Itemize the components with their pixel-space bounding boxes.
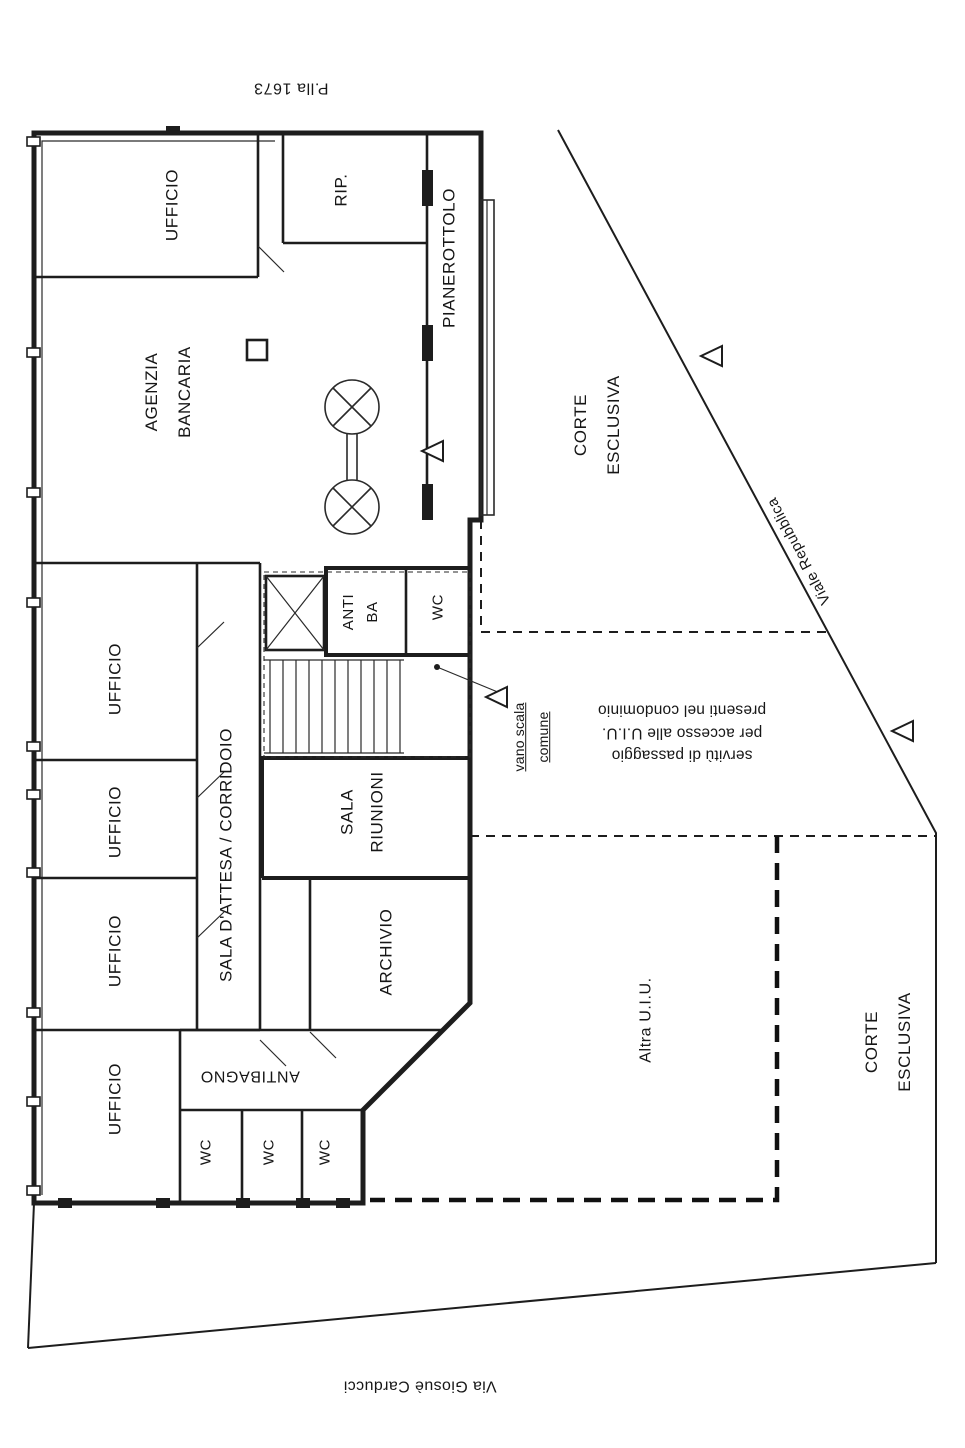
revolving-door-icon <box>324 379 380 535</box>
room-label-archivio: ARCHIVIO <box>376 908 396 996</box>
label-line: presenti nel condominio <box>597 701 767 719</box>
annotation-vano-scala: vano scala comune <box>508 703 556 772</box>
room-label-wc-1: WC <box>197 1138 215 1166</box>
dashed-boundaries <box>370 520 936 1203</box>
label-line: AGENZIA <box>141 352 161 432</box>
area-label-corte-esclusiva-top: CORTE ESCLUSIVA <box>564 375 630 475</box>
elevator-shaft <box>264 574 326 652</box>
room-label-ufficio-4: UFFICIO <box>105 914 125 988</box>
pillar <box>245 338 269 362</box>
room-label-antibagno: ANTIBAGNO <box>200 1067 300 1085</box>
room-label-sala-riunioni: SALA RIUNIONI <box>332 771 392 852</box>
room-label-wc-2: WC <box>260 1138 278 1166</box>
label-line: CORTE <box>570 393 590 457</box>
label-line: CORTE <box>861 1010 881 1074</box>
label-line: ESCLUSIVA <box>895 992 914 1092</box>
room-label-ufficio-3: UFFICIO <box>105 785 125 859</box>
label-line: per accesso alle U.I.U. <box>601 724 763 742</box>
room-label-rip: RIP. <box>331 173 351 207</box>
label-line: comune <box>535 711 551 763</box>
street-label-via-carducci: Via Giosuè Carducci <box>343 1377 497 1395</box>
access-arrow-icons <box>419 344 914 743</box>
door-leaves <box>196 245 337 1067</box>
room-label-ufficio-5: UFFICIO <box>105 1062 125 1136</box>
room-label-agenzia-bancaria: AGENZIA BANCARIA <box>135 346 201 438</box>
stairs <box>263 571 471 758</box>
label-line: vano scala <box>511 702 528 772</box>
label-line: ANTI <box>340 593 357 631</box>
window-ticks <box>26 126 350 1208</box>
room-label-wc-3: WC <box>316 1138 334 1166</box>
label-line: BANCARIA <box>175 346 194 438</box>
site-boundary <box>27 129 937 1349</box>
landing-strip <box>422 170 495 520</box>
label-line: RIUNIONI <box>367 771 386 853</box>
room-label-pianerottolo: PIANEROTTOLO <box>439 187 459 329</box>
annotation-servitu: servitù di passaggio per accesso alle U.… <box>598 698 766 765</box>
room-label-ufficio-1: UFFICIO <box>162 168 182 242</box>
area-label-altra-uiu: Altra U.I.U. <box>637 977 655 1063</box>
label-line: BA <box>364 601 381 623</box>
parcel-label: P.lla 1673 <box>253 79 329 97</box>
building-outline <box>31 130 484 1206</box>
label-line: servitù di passaggio <box>611 746 753 764</box>
label-line: SALA <box>337 789 357 835</box>
room-label-ufficio-2: UFFICIO <box>105 642 125 716</box>
room-label-anti-ba: ANTI BA <box>337 594 385 631</box>
label-line: ESCLUSIVA <box>604 375 623 475</box>
room-label-sala-attesa: SALA D'ATTESA / CORRIDOIO <box>216 727 236 983</box>
room-label-wc-top: WC <box>429 593 447 621</box>
leader-line <box>434 664 506 696</box>
area-label-corte-esclusiva-bottom: CORTE ESCLUSIVA <box>855 992 921 1092</box>
